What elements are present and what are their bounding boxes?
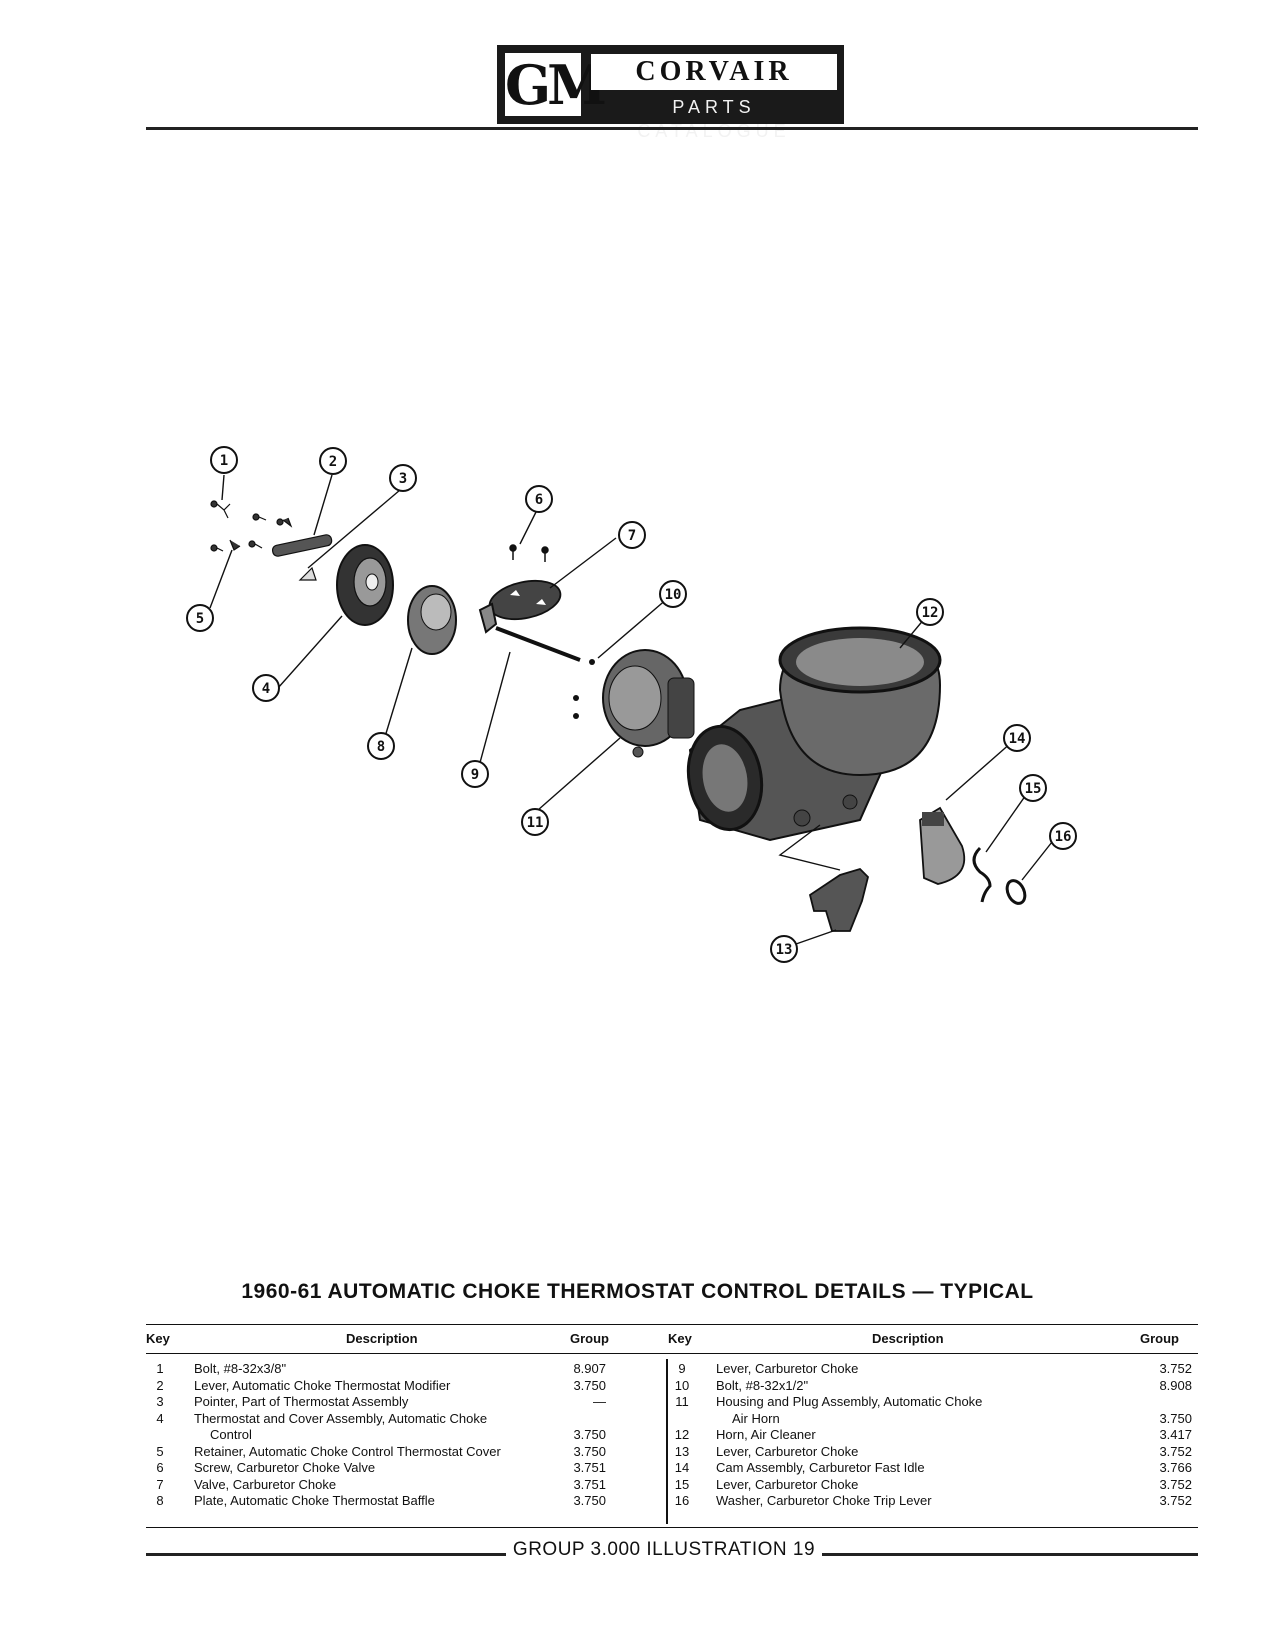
brand-name: CORVAIR [591,54,837,90]
choke-lever-shaft-drawing [478,602,581,662]
choke-lever-15-drawing [972,846,992,903]
svg-text:16: 16 [1055,829,1072,845]
svg-text:9: 9 [471,767,479,783]
choke-lever-13-drawing [808,867,869,932]
choke-housing-drawing [602,649,695,758]
svg-text:3: 3 [399,471,407,487]
svg-text:7: 7 [628,528,636,544]
choke-valve-drawing [488,579,562,621]
gm-logo-mark: GM [503,51,607,118]
catalogue-subtitle: PARTS CATALOGUE [637,97,791,141]
header-description-left: Description [346,1331,418,1346]
svg-text:10: 10 [665,587,682,603]
svg-text:15: 15 [1025,781,1042,797]
callout-7: 7 [618,521,646,549]
svg-text:14: 14 [1009,731,1026,747]
header-rule [146,1353,1198,1354]
callout-13: 13 [770,935,798,963]
illustration-title: 1960-61 AUTOMATIC CHOKE THERMOSTAT CONTR… [241,1280,1034,1303]
baffle-plate-drawing [407,585,457,655]
svg-text:2: 2 [329,454,337,470]
parts-table: Key Description Group Key Description Gr… [146,1324,1198,1528]
gm-corvair-logo: GM CORVAIR PARTS CATALOGUE [497,45,844,141]
callout-3: 3 [389,464,417,492]
footer-rule-left [146,1553,506,1556]
callout-6: 6 [525,485,553,513]
fast-idle-cam-drawing [919,806,966,885]
svg-text:1: 1 [220,453,228,469]
svg-text:12: 12 [922,605,939,621]
callout-16: 16 [1049,822,1077,850]
callout-8: 8 [367,732,395,760]
choke-valve-screws-drawing [509,544,549,562]
callout-11: 11 [521,808,549,836]
housing-bolts-drawing [573,659,595,719]
header-group-right: Group [1140,1331,1179,1346]
svg-text:8: 8 [377,739,385,755]
trip-lever-washer-drawing [1005,879,1027,905]
illustration-reference: GROUP 3.000 ILLUSTRATION 19 [512,1539,816,1560]
callout-1: 1 [210,446,238,474]
header-group-left: Group [570,1331,609,1346]
small-bolts-drawing [210,500,293,552]
modifier-lever-drawing [271,534,333,557]
callout-2: 2 [319,447,347,475]
header-description-right: Description [872,1331,944,1346]
callout-4: 4 [252,674,280,702]
svg-text:4: 4 [262,681,270,697]
footer-rule-right [822,1553,1198,1556]
callout-9: 9 [461,760,489,788]
header-key-left: Key [146,1331,170,1346]
svg-text:11: 11 [527,815,544,831]
exploded-parts-illustration: 1 2 3 4 5 6 7 8 9 10 11 12 13 14 15 16 [186,446,1077,963]
pointer-drawing [298,566,317,581]
thermostat-cover-drawing [336,544,394,626]
svg-text:5: 5 [196,611,204,627]
callout-12: 12 [916,598,944,626]
callout-5: 5 [186,604,214,632]
header-key-right: Key [668,1331,692,1346]
callout-14: 14 [1003,724,1031,752]
column-divider [666,1359,668,1524]
svg-text:13: 13 [776,942,793,958]
callout-15: 15 [1019,774,1047,802]
svg-text:6: 6 [535,492,543,508]
header-rule [146,127,1198,130]
air-cleaner-horn-drawing [686,626,942,842]
callout-10: 10 [659,580,687,608]
